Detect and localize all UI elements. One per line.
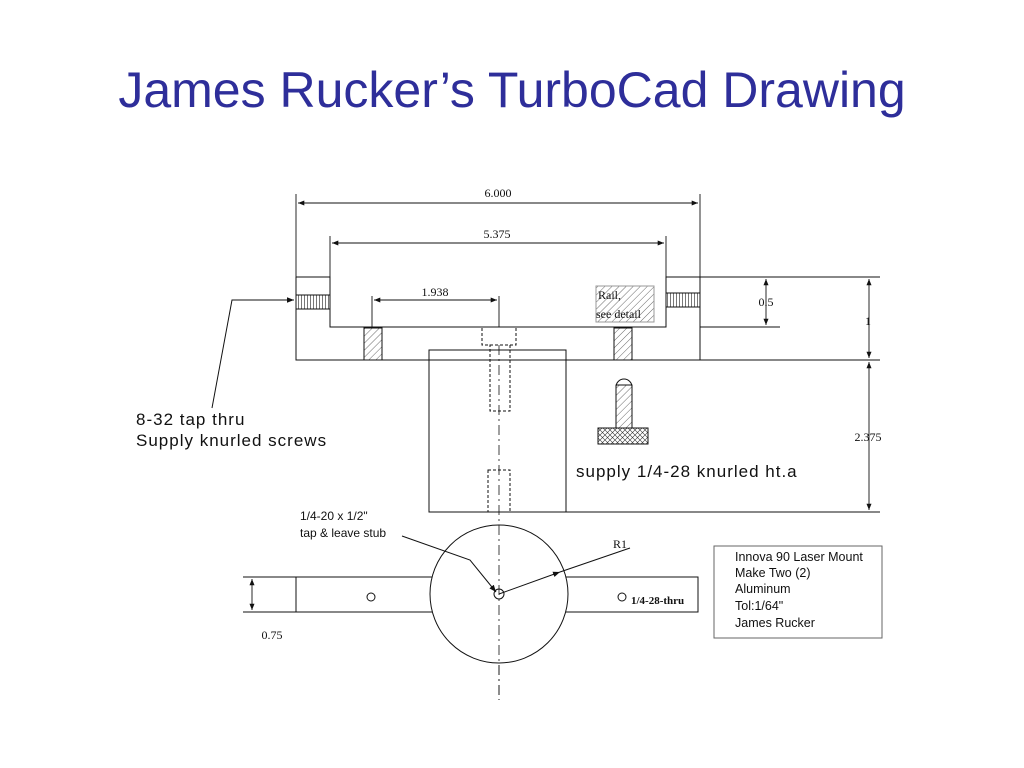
title-block-line-5: James Rucker (735, 616, 815, 630)
knurled-screw-detail (597, 378, 649, 445)
knurled-supply-note: supply 1/4-28 knurled ht.a (576, 462, 798, 481)
dim-overall-width: 6.000 (485, 186, 512, 200)
dim-post-height: 2.375 (855, 430, 882, 444)
title-block-line-1: Innova 90 Laser Mount (735, 550, 863, 564)
leaders (211, 297, 631, 593)
title-block-line-2: Make Two (2) (735, 566, 811, 580)
rail-note-line-1: Rail, (598, 288, 621, 302)
title-block: Innova 90 Laser Mount Make Two (2) Alumi… (713, 545, 883, 639)
dimension-lines (243, 194, 880, 613)
plan-view (295, 524, 699, 700)
rail-note-line-2: see detail (596, 307, 642, 321)
slide-title: James Rucker’s TurboCad Drawing (118, 62, 906, 118)
rail-front-view (295, 276, 701, 361)
tap-note-line-1: 8-32 tap thru (136, 410, 245, 429)
dim-bar-height: 0.75 (262, 628, 283, 642)
dim-radius: R1 (613, 537, 627, 551)
stub-note-line-1: 1/4-20 x 1/2" (300, 509, 368, 523)
title-block-line-4: Tol:1/64" (735, 599, 783, 613)
dim-inner-width: 5.375 (484, 227, 511, 241)
dim-total-height: 1 (865, 314, 871, 328)
dim-block-height: 0.5 (759, 295, 774, 309)
title-block-line-3: Aluminum (735, 582, 791, 596)
hole-thru-note: 1/4-28-thru (631, 595, 684, 607)
tap-note-line-2: Supply knurled screws (136, 431, 327, 450)
dim-offset: 1.938 (422, 285, 449, 299)
stub-note-line-2: tap & leave stub (300, 526, 386, 540)
